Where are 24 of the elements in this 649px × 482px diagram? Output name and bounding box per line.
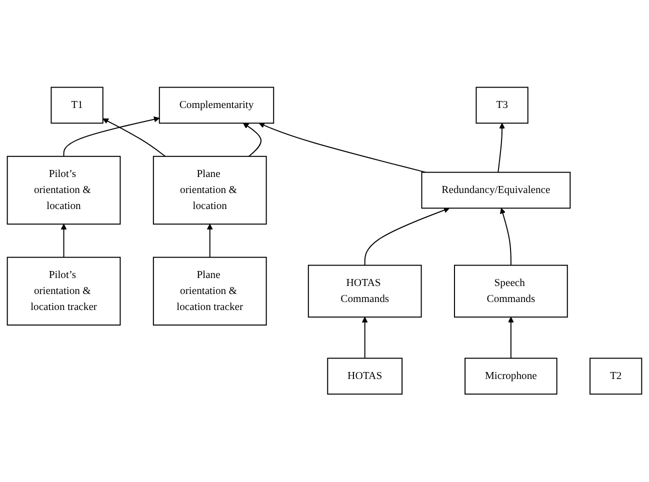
process-box: T2 — [590, 358, 642, 395]
process-box: Redundancy/Equivalence — [421, 172, 571, 209]
process-box: Plane orientation & location — [152, 156, 267, 225]
arrow — [258, 122, 426, 174]
arrow — [63, 116, 160, 158]
arrow — [206, 224, 213, 258]
process-box: T3 — [476, 87, 528, 124]
arrow — [498, 123, 505, 174]
process-box: Speech Commands — [454, 265, 568, 318]
arrow — [364, 208, 450, 266]
process-box: Pilot’s orientation & location tracker — [6, 257, 121, 326]
arrow — [508, 317, 514, 360]
process-box: Plane orientation & location tracker — [152, 257, 267, 326]
process-box: HOTAS Commands — [308, 265, 422, 318]
arrow — [60, 224, 67, 258]
arrow — [362, 317, 368, 360]
process-box: T1 — [50, 87, 104, 124]
arrow — [102, 118, 166, 158]
arrow — [242, 123, 262, 158]
process-box: Pilot’s orientation & location — [6, 156, 121, 225]
arrow — [500, 208, 512, 266]
process-box: HOTAS — [327, 358, 403, 395]
process-box: Microphone — [464, 358, 558, 395]
process-box: Complementarity — [158, 87, 274, 124]
